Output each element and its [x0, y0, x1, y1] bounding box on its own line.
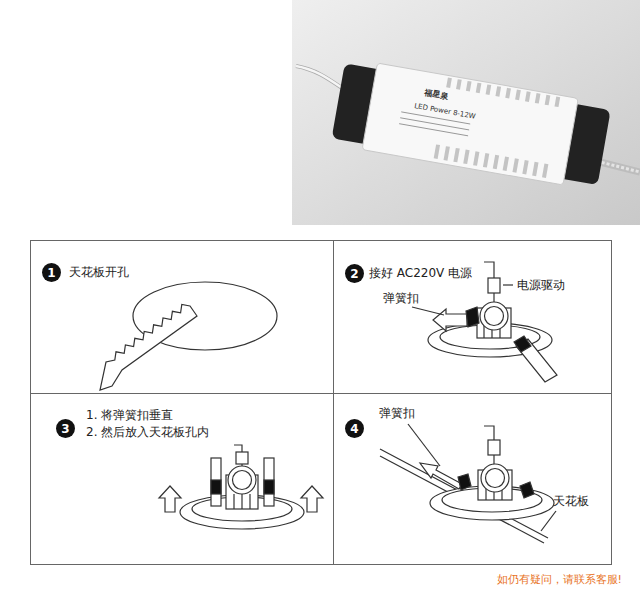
- lamp-step-3-part: [159, 486, 181, 512]
- part-label: 电源驱动: [517, 278, 565, 292]
- lamp-step-2-part: [503, 284, 513, 285]
- product-photo-part: [503, 157, 509, 171]
- lamp-step-3: [159, 445, 323, 529]
- lamp-step-4-part: [541, 511, 556, 531]
- product-photo-part: [522, 160, 528, 174]
- callout-digit: 2: [350, 268, 358, 280]
- part-label: 弹簧扣: [383, 291, 419, 305]
- callout-number: 4: [345, 419, 364, 438]
- lamp-step-4-part: [486, 469, 505, 488]
- product-photo-part: [542, 164, 548, 178]
- product-photo-part: [525, 91, 531, 102]
- lamp-step-3-part: [264, 480, 274, 494]
- lamp-step-2-part: [488, 278, 500, 293]
- callout-digit: 1: [47, 267, 55, 279]
- product-photo-part: [296, 66, 348, 92]
- product-photo-part: [453, 148, 459, 162]
- lamp-step-2-part: [433, 309, 467, 331]
- step-panel: 接好 AC220V 电源 2: [333, 240, 612, 394]
- lamp-step-3-part: [228, 466, 256, 494]
- caption: 如仍有疑问，请联系客服!: [497, 573, 622, 586]
- step-text: 弹簧扣: [379, 406, 415, 420]
- product-photo-part: [362, 63, 578, 185]
- step-panel: 天花板开孔 1: [30, 240, 334, 394]
- product-photo-part: [495, 86, 501, 97]
- product-photo-part: [400, 118, 469, 130]
- part-label: 天花板: [553, 494, 589, 508]
- step-text: 天花板开孔: [69, 265, 129, 279]
- lamp-step-3-part: [211, 458, 221, 506]
- lamp-step-4-part: [380, 449, 548, 538]
- lamp-step-3-part: [249, 494, 250, 509]
- product-photo-part: [331, 57, 612, 191]
- product-photo-part: [434, 77, 561, 178]
- lamp-step-4-part: [408, 424, 440, 466]
- product-photo: [292, 0, 640, 225]
- lamp-step-4-part: [520, 482, 534, 498]
- product-photo-part: [473, 151, 479, 165]
- product-photo-part: [515, 90, 521, 101]
- product-photo-part: [296, 66, 348, 92]
- product-photo-part: [493, 155, 499, 169]
- product-photo-part: [555, 97, 561, 108]
- callout-digit: 3: [61, 423, 69, 435]
- product-photo-part: [463, 150, 469, 164]
- lamp-step-3-part: [241, 494, 242, 509]
- lamp-step-4-part: [484, 426, 494, 440]
- lamp-step-3-part: [233, 471, 252, 490]
- lamp-step-4-part: [380, 456, 544, 543]
- lamp-step-4-part: [481, 464, 509, 492]
- product-label-text: 福星泉: [423, 88, 448, 101]
- lamp-step-3-part: [301, 486, 323, 512]
- lamp-step-2-part: [412, 307, 444, 315]
- saw-and-hole-part: [100, 305, 197, 391]
- product-photo-part: [446, 77, 452, 88]
- product-label-text: LED Power 8-12W: [414, 102, 477, 121]
- product-photo-part: [483, 153, 489, 167]
- step-panel: 1. 将弹簧扣垂直 2. 然后放入天花板孔内 3: [30, 393, 334, 565]
- lamp-step-3-part: [180, 495, 304, 529]
- callout-number: 3: [56, 419, 75, 438]
- product-photo-part: [486, 84, 492, 95]
- step-panel: 弹簧扣 4: [333, 393, 612, 565]
- product-photo-part: [545, 95, 551, 106]
- product-photo-part: [444, 146, 450, 160]
- step-text: 接好 AC220V 电源: [369, 266, 472, 280]
- step-text: 2. 然后放入天花板孔内: [86, 425, 209, 439]
- callout-number: 1: [42, 263, 61, 282]
- lamp-step-3-part: [233, 494, 234, 509]
- product-photo-part: [456, 79, 462, 90]
- saw-and-hole: [100, 282, 277, 390]
- product-photo-part: [532, 162, 538, 176]
- lamp-step-3-part: [236, 452, 248, 464]
- product-photo-part: [292, 0, 640, 225]
- lamp-step-4-part: [420, 463, 462, 489]
- product-photo-part: [466, 81, 472, 92]
- callout-digit: 4: [350, 423, 358, 435]
- product-photo-part: [476, 83, 482, 94]
- product-photo-part: [512, 158, 518, 172]
- lamp-step-4-part: [458, 474, 471, 490]
- callout-number: 2: [345, 264, 364, 283]
- product-photo-part: [535, 93, 541, 104]
- lamp-step-2-part: [514, 336, 531, 352]
- lamp-step-3-part: [264, 458, 274, 506]
- product-photo-part: [434, 144, 440, 158]
- product-photo-part: [505, 88, 511, 99]
- lamp-step-2-part: [466, 307, 479, 327]
- lamp-step-3-part: [211, 480, 221, 494]
- lamp-step-2-part: [485, 307, 504, 326]
- lamp-step-2-part: [484, 262, 494, 278]
- lamp-step-3-part: [234, 445, 242, 452]
- product-photo-part: [399, 124, 468, 136]
- lamp-step-4: [380, 424, 556, 543]
- step-text: 1. 将弹簧扣垂直: [86, 408, 173, 422]
- lamp-step-4-part: [488, 440, 500, 455]
- lamp-step-2-part: [480, 302, 508, 330]
